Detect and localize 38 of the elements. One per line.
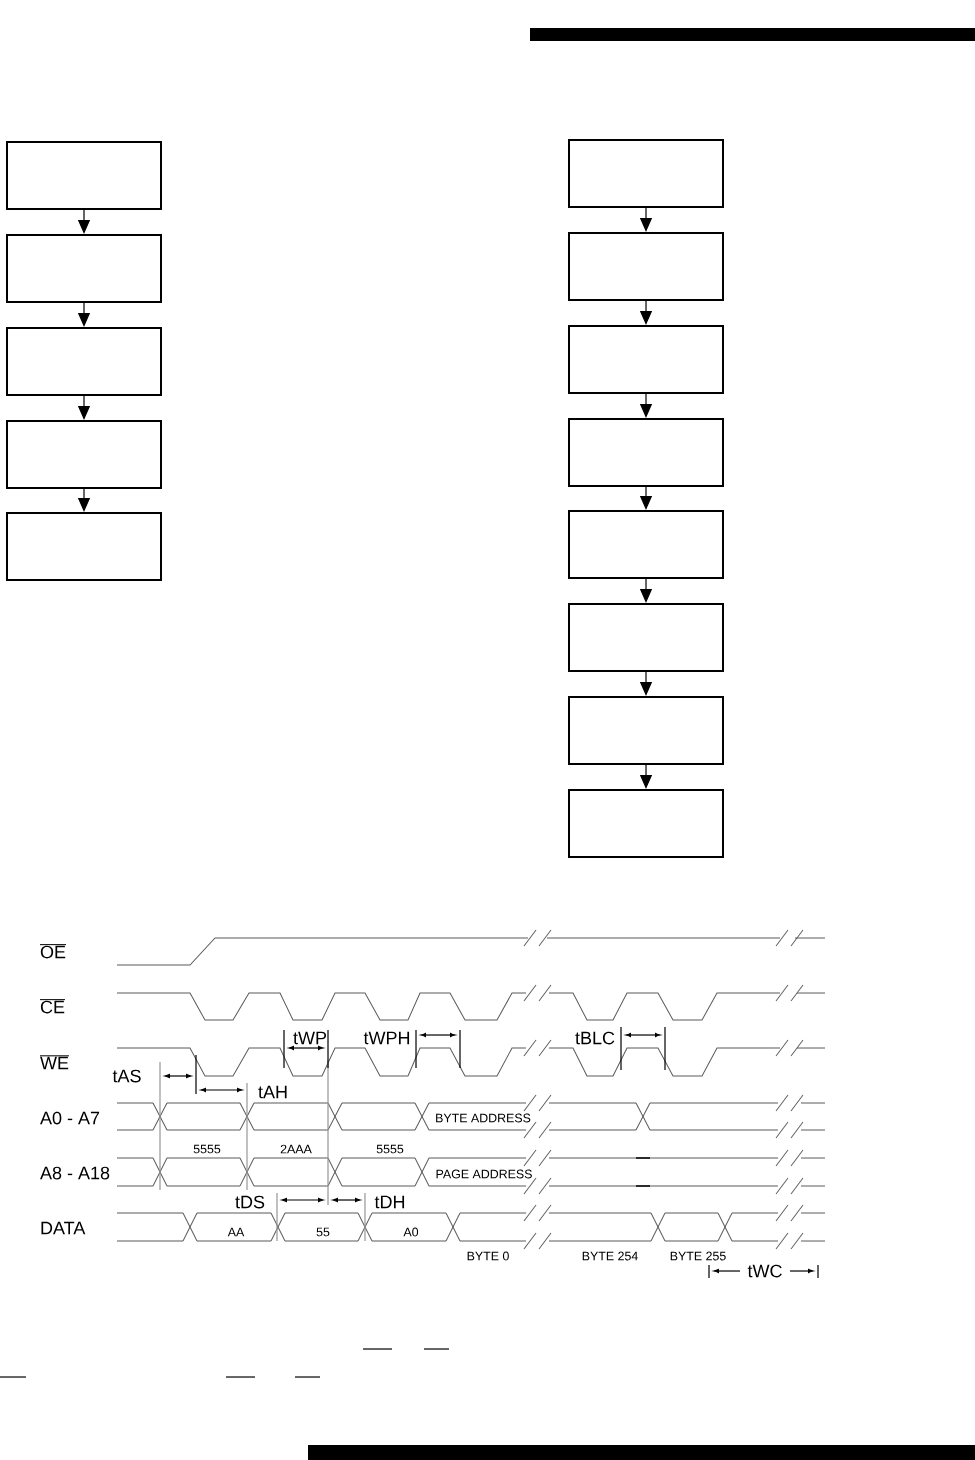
process-box (568, 418, 724, 487)
bus-value-label: 5555 (376, 1144, 404, 1154)
signal-label: WE (39, 1055, 70, 1070)
process-box (568, 510, 724, 579)
timing-label: tDS (235, 1195, 265, 1209)
timing-label: tDH (374, 1195, 405, 1209)
bus-value-label: BYTE 254 (582, 1251, 638, 1261)
timing-label: tAH (258, 1085, 287, 1099)
process-box (568, 232, 724, 301)
bus-value-label: BYTE 0 (467, 1251, 509, 1261)
bus-value-label: BYTE 255 (670, 1251, 726, 1261)
process-box (568, 789, 724, 858)
bus-value-label: 55 (316, 1227, 330, 1237)
signal-label: DATA (41, 1221, 86, 1235)
signal-label: A0 - A7 (40, 1111, 100, 1125)
signal-label: CE (39, 999, 66, 1014)
signal-label: OE (39, 944, 67, 959)
process-box (6, 420, 162, 489)
bus-value-label: 2AAA (280, 1144, 312, 1154)
process-box (568, 696, 724, 765)
bus-value-label: BYTE ADDRESS (436, 1113, 531, 1123)
bus-value-label: A0 (403, 1227, 419, 1237)
bus-value-label: 5555 (193, 1144, 221, 1154)
process-box (568, 325, 724, 394)
process-box (6, 141, 162, 210)
signal-label: A8 - A18 (40, 1166, 110, 1180)
timing-label: tWC (747, 1264, 782, 1278)
process-box (568, 603, 724, 672)
process-box (6, 234, 162, 303)
process-box (568, 139, 724, 208)
timing-label: tAS (112, 1069, 141, 1083)
timing-label: tWP (293, 1031, 327, 1045)
process-box (6, 512, 162, 581)
timing-label: tWPH (363, 1031, 410, 1045)
bus-value-label: AA (227, 1227, 245, 1237)
bus-value-label: PAGE ADDRESS (436, 1169, 532, 1179)
process-box (6, 327, 162, 396)
timing-label: tBLC (575, 1031, 615, 1045)
